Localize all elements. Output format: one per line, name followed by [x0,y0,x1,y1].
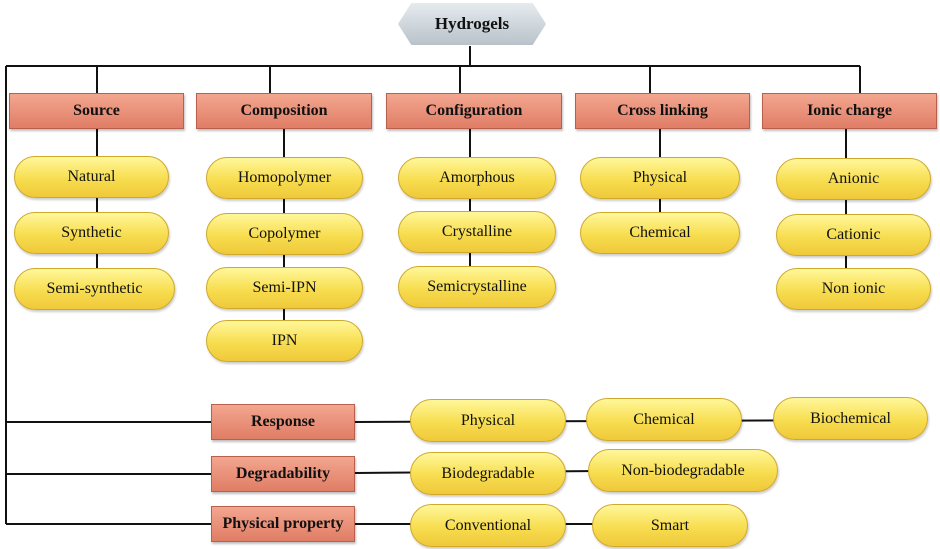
item-amorphous: Amorphous [398,157,556,199]
category-configuration: Configuration [386,93,562,129]
item-cationic: Cationic [776,214,931,256]
root-node: Hydrogels [398,3,546,45]
category-composition: Composition [196,93,372,129]
category-cross-linking: Cross linking [575,93,750,129]
item-biochemical-response: Biochemical [773,397,928,440]
category-ionic-charge: Ionic charge [762,93,937,129]
item-homopolymer: Homopolymer [206,157,363,199]
item-chemical-crosslink: Chemical [580,212,740,254]
item-biodegradable: Biodegradable [410,452,566,495]
item-physical-response: Physical [410,399,566,442]
item-non-biodegradable: Non-biodegradable [588,449,778,492]
category-degradability: Degradability [211,456,355,492]
item-anionic: Anionic [776,158,931,200]
item-physical-crosslink: Physical [580,157,740,199]
item-smart: Smart [592,504,748,547]
item-semicrystalline: Semicrystalline [398,266,556,308]
item-conventional: Conventional [410,504,566,547]
item-natural: Natural [14,156,169,198]
item-synthetic: Synthetic [14,212,169,254]
category-source: Source [9,93,184,129]
item-non-ionic: Non ionic [776,268,931,310]
item-copolymer: Copolymer [206,213,363,255]
category-response: Response [211,404,355,440]
item-crystalline: Crystalline [398,211,556,253]
item-semi-synthetic: Semi-synthetic [14,268,175,310]
category-physical-property: Physical property [211,506,355,542]
item-semi-ipn: Semi-IPN [206,267,363,309]
item-chemical-response: Chemical [586,398,742,441]
item-ipn: IPN [206,320,363,362]
